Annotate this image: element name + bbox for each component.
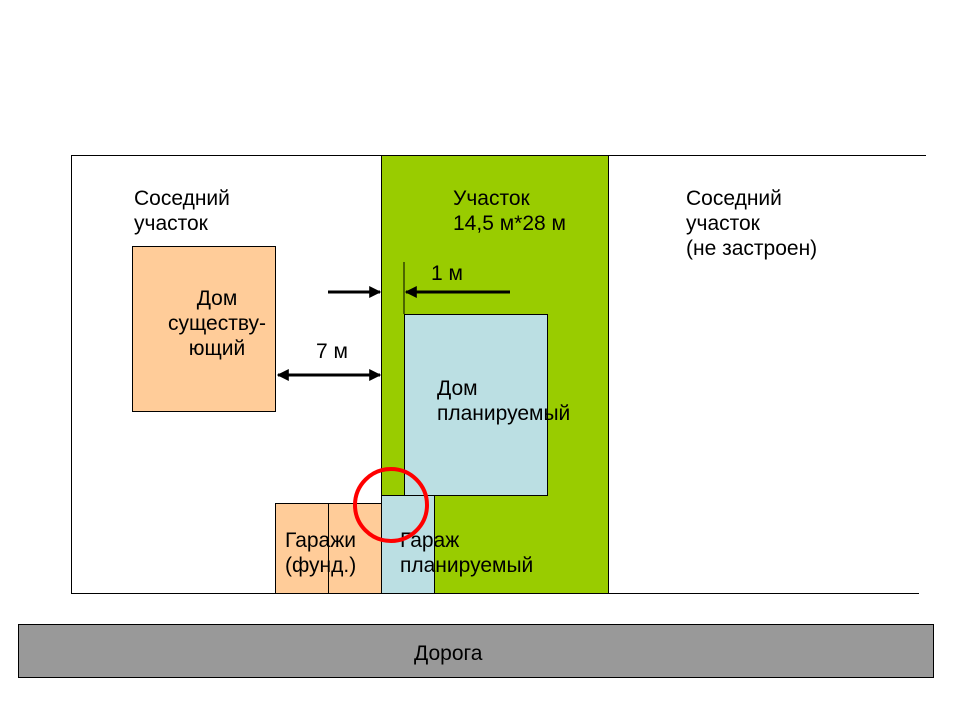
neighbor-left-label: Соседний участок	[134, 187, 230, 235]
highlight-circle	[353, 467, 429, 543]
house-existing-label: Дом существу- ющий	[167, 287, 267, 360]
house-existing	[132, 246, 276, 412]
plot-label: Участок 14,5 м*28 м	[453, 187, 566, 235]
dist-7m-label: 7 м	[316, 340, 348, 363]
road	[18, 624, 934, 678]
house-planned	[404, 314, 548, 496]
garages-foundation-label: Гаражи (фунд.)	[285, 529, 357, 577]
neighbor-right-label: Соседний участок (не застроен)	[686, 187, 818, 260]
boundary-left	[71, 155, 72, 594]
road-label: Дорога	[414, 642, 483, 665]
house-planned-label: Дом планируемый	[437, 377, 571, 425]
dist-1m-label: 1 м	[431, 262, 463, 285]
garage-planned-label: Гараж планируемый	[400, 529, 534, 577]
